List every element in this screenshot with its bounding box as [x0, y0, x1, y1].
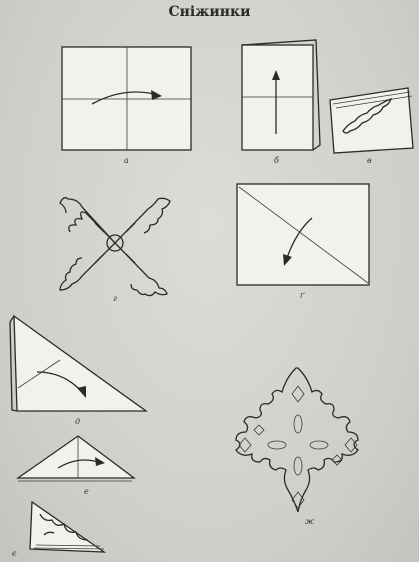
figure-g-snowflake: [60, 198, 170, 296]
figure-label-zh: ж: [305, 517, 314, 526]
figure-d-triangle: [10, 316, 146, 411]
figure-label-g: г: [113, 294, 117, 303]
figure-v-stacked-cut: [330, 88, 413, 153]
figure-label-d: д: [75, 417, 80, 426]
figure-label-ye: є: [12, 549, 16, 558]
figure-b-folded-rect: [242, 40, 320, 150]
figure-e-triangle-flat: [18, 436, 134, 481]
figure-g2-diagonal-fold: [237, 184, 369, 285]
figure-label-e: е: [84, 487, 89, 496]
figure-label-a: а: [124, 156, 129, 165]
figure-label-v: в: [367, 156, 372, 165]
figure-ye-cut-wedge: [30, 502, 104, 552]
figure-zh-snowflake: [236, 368, 358, 512]
figure-label-b: б: [274, 156, 279, 165]
figure-label-g2: ґ: [300, 291, 304, 300]
figure-a-square-fold: [62, 47, 191, 150]
